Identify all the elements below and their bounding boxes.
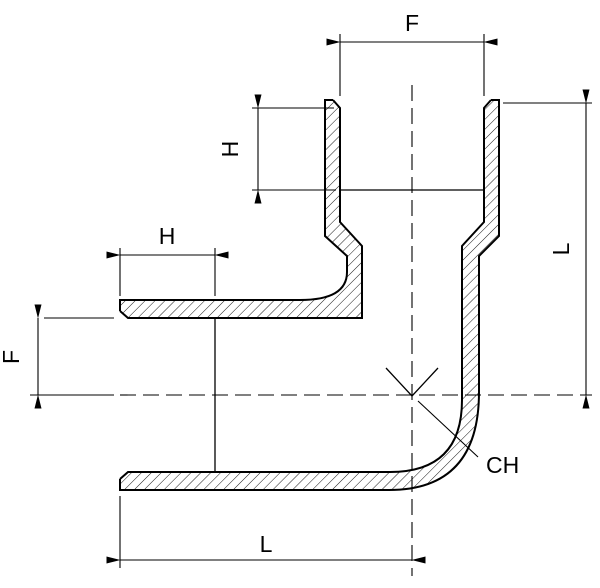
dimension-f-left: F <box>0 304 114 409</box>
dimension-l-bottom-label: L <box>260 531 273 557</box>
dimension-f-top-label: F <box>405 10 419 36</box>
dimension-l-right: L <box>503 89 592 409</box>
dimension-h-top-label: H <box>217 141 243 158</box>
callout-ch: CH <box>417 400 519 478</box>
centerlines <box>120 85 592 576</box>
outer-contour <box>119 99 500 491</box>
dimension-h-left: H <box>106 223 229 296</box>
bore-contour <box>119 99 492 480</box>
callout-ch-label: CH <box>486 452 519 478</box>
dimension-l-bottom: L <box>106 496 426 568</box>
dimension-h-top: H <box>217 94 336 204</box>
dimension-h-left-label: H <box>159 223 176 249</box>
dimension-f-left-label: F <box>0 350 24 364</box>
dimension-f-top: F <box>326 10 498 96</box>
fitting-body <box>119 99 500 491</box>
dimension-l-right-label: L <box>548 242 574 255</box>
dimensions: F H L H <box>0 10 592 568</box>
section-hatch <box>120 100 499 490</box>
